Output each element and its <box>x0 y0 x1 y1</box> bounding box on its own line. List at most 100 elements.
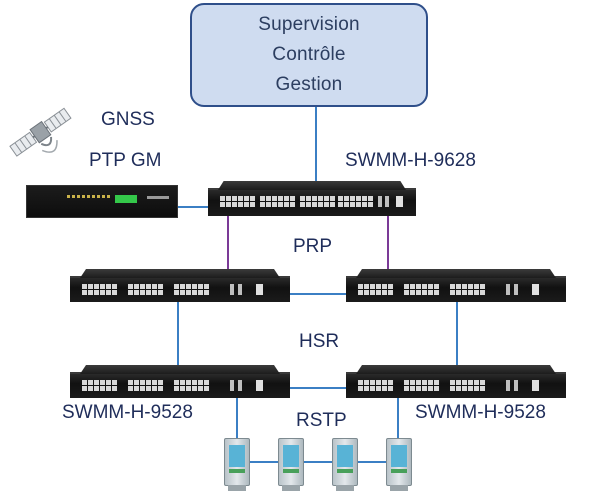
ethernet-port <box>260 196 265 201</box>
ethernet-port <box>152 284 157 289</box>
ethernet-port <box>112 386 117 391</box>
rstp-label: RSTP <box>296 410 347 431</box>
ethernet-port <box>324 202 329 207</box>
ethernet-port <box>82 290 87 295</box>
console-port <box>256 284 263 295</box>
ethernet-port <box>198 386 203 391</box>
ethernet-port <box>350 202 355 207</box>
ethernet-port <box>462 380 467 385</box>
console-port <box>396 196 403 207</box>
ethernet-port <box>112 290 117 295</box>
ethernet-port <box>480 290 485 295</box>
ethernet-port <box>434 386 439 391</box>
ethernet-port <box>456 380 461 385</box>
ethernet-port <box>362 202 367 207</box>
ethernet-port <box>376 290 381 295</box>
ethernet-port <box>94 284 99 289</box>
ethernet-port <box>94 386 99 391</box>
ethernet-port <box>146 380 151 385</box>
sfp-port <box>506 284 510 295</box>
ethernet-port <box>450 284 455 289</box>
ethernet-port <box>404 284 409 289</box>
ethernet-port <box>140 290 145 295</box>
hsr-label: HSR <box>299 331 340 352</box>
ethernet-port <box>140 284 145 289</box>
ethernet-port <box>226 202 231 207</box>
ethernet-port <box>368 202 373 207</box>
ethernet-port <box>422 290 427 295</box>
ethernet-port <box>204 380 209 385</box>
ethernet-port <box>474 284 479 289</box>
ethernet-port <box>204 290 209 295</box>
ethernet-port <box>404 386 409 391</box>
ethernet-port <box>450 380 455 385</box>
ethernet-port <box>428 284 433 289</box>
ethernet-port <box>382 290 387 295</box>
ptp-display <box>115 195 137 203</box>
ethernet-port <box>94 380 99 385</box>
sfp-port <box>514 380 518 391</box>
ethernet-port <box>266 196 271 201</box>
port-block <box>82 380 117 391</box>
ethernet-port <box>344 196 349 201</box>
ethernet-port <box>204 284 209 289</box>
ethernet-port <box>198 284 203 289</box>
ethernet-port <box>306 196 311 201</box>
port-block <box>128 284 163 295</box>
ethernet-port <box>238 196 243 201</box>
ethernet-port <box>422 380 427 385</box>
ethernet-port <box>278 196 283 201</box>
ethernet-port <box>368 196 373 201</box>
middle-right-switch <box>346 269 566 302</box>
ethernet-port <box>462 386 467 391</box>
port-block <box>450 284 485 295</box>
ethernet-port <box>186 284 191 289</box>
bottom-right-switch <box>346 365 566 398</box>
ethernet-port <box>468 386 473 391</box>
sfp-port <box>238 380 242 391</box>
port-block <box>404 380 439 391</box>
ethernet-port <box>388 380 393 385</box>
ethernet-port <box>456 386 461 391</box>
supervision-line: Supervision <box>258 14 360 35</box>
ethernet-port <box>88 380 93 385</box>
ethernet-port <box>474 380 479 385</box>
ethernet-port <box>192 290 197 295</box>
field-device-icon <box>278 438 304 491</box>
ethernet-port <box>462 284 467 289</box>
ethernet-port <box>388 290 393 295</box>
sfp-port <box>385 196 389 207</box>
port-block <box>450 380 485 391</box>
ethernet-port <box>174 380 179 385</box>
ethernet-port <box>250 196 255 201</box>
ethernet-port <box>180 386 185 391</box>
port-block <box>358 380 393 391</box>
ethernet-port <box>146 290 151 295</box>
ethernet-port <box>134 284 139 289</box>
ethernet-port <box>106 380 111 385</box>
ethernet-port <box>416 380 421 385</box>
ethernet-port <box>100 284 105 289</box>
ethernet-port <box>370 380 375 385</box>
ethernet-port <box>376 380 381 385</box>
ethernet-port <box>456 290 461 295</box>
ethernet-port <box>370 290 375 295</box>
ptp-grandmaster-device <box>26 185 178 218</box>
ethernet-port <box>100 290 105 295</box>
ethernet-port <box>410 386 415 391</box>
port-block <box>174 284 209 295</box>
ethernet-port <box>434 380 439 385</box>
ethernet-port <box>410 284 415 289</box>
ethernet-port <box>112 380 117 385</box>
port-block <box>358 284 393 295</box>
sfp-port <box>230 284 234 295</box>
sfp-port <box>230 380 234 391</box>
bottom-left-switch <box>70 365 290 398</box>
ethernet-port <box>410 290 415 295</box>
ethernet-port <box>146 386 151 391</box>
ethernet-port <box>140 380 145 385</box>
supervision-box: Supervision Contrôle Gestion <box>190 3 428 107</box>
console-port <box>532 284 539 295</box>
ethernet-port <box>220 196 225 201</box>
